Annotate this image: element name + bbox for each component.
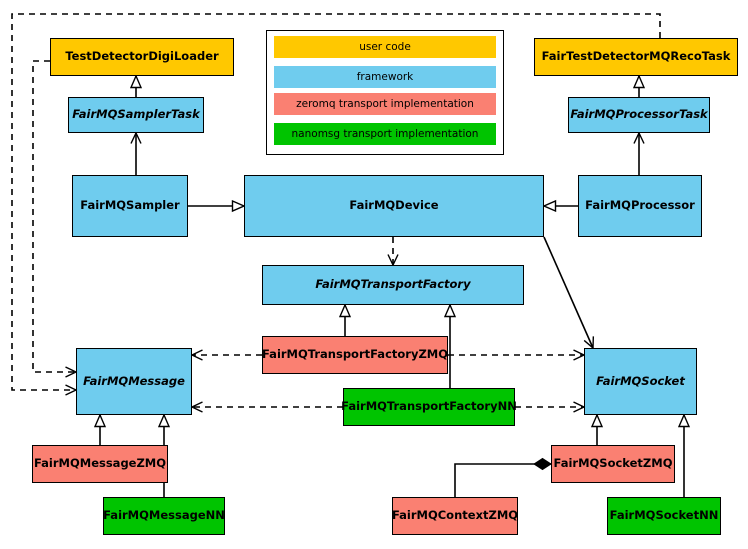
- legend-row-label: nanomsg transport implementation: [291, 128, 479, 140]
- class-node-label: FairMQDevice: [349, 198, 439, 213]
- class-node-FairMQSocket[interactable]: FairMQSocket: [584, 348, 697, 415]
- class-node-label: FairMQSocket: [596, 373, 685, 388]
- class-node-FairMQTransportFactory[interactable]: FairMQTransportFactory: [262, 265, 524, 305]
- legend-row-framework: framework: [274, 66, 496, 88]
- class-node-FairMQProcessor[interactable]: FairMQProcessor: [578, 175, 702, 237]
- class-node-FairMQSampler[interactable]: FairMQSampler: [72, 175, 188, 237]
- class-node-FairMQTransportFactoryZMQ[interactable]: FairMQTransportFactoryZMQ: [262, 336, 448, 374]
- class-node-label: FairMQSamplerTask: [72, 107, 200, 122]
- class-node-label: FairMQTransportFactory: [315, 277, 471, 292]
- legend-row-user-code: user code: [274, 36, 496, 58]
- class-node-label: FairMQContextZMQ: [391, 508, 519, 523]
- class-node-FairMQTransportFactoryNN[interactable]: FairMQTransportFactoryNN: [341, 388, 517, 426]
- edge-device-to-socket: [543, 236, 595, 350]
- class-node-FairTestDetectorMQRecoTask[interactable]: FairTestDetectorMQRecoTask: [534, 38, 738, 76]
- legend-row-label: zeromq transport implementation: [296, 98, 474, 110]
- class-node-FairMQContextZMQ[interactable]: FairMQContextZMQ: [392, 497, 518, 535]
- class-node-label: FairMQTransportFactoryNN: [341, 399, 517, 414]
- class-node-FairMQSamplerTask[interactable]: FairMQSamplerTask: [68, 97, 204, 133]
- class-node-label: FairMQSampler: [80, 198, 180, 213]
- class-node-FairMQMessage[interactable]: FairMQMessage: [76, 348, 192, 415]
- legend-row-label: user code: [359, 41, 411, 53]
- class-node-label: TestDetectorDigiLoader: [65, 49, 219, 64]
- class-node-TestDetectorDigiLoader[interactable]: TestDetectorDigiLoader: [50, 38, 234, 76]
- class-node-label: FairMQMessageNN: [103, 508, 225, 523]
- legend-row-zeromq: zeromq transport implementation: [274, 93, 496, 115]
- legend-row-label: framework: [356, 71, 414, 83]
- class-node-label: FairMQSocketZMQ: [553, 456, 673, 471]
- class-node-FairMQSocketNN[interactable]: FairMQSocketNN: [607, 497, 721, 535]
- class-node-FairMQDevice[interactable]: FairMQDevice: [244, 175, 544, 237]
- edge-contextzmq-to-socketzmq: [454, 457, 552, 497]
- class-node-label: FairMQProcessor: [585, 198, 695, 213]
- legend-row-nanomsg: nanomsg transport implementation: [274, 123, 496, 145]
- class-node-label: FairTestDetectorMQRecoTask: [541, 49, 731, 64]
- class-node-label: FairMQSocketNN: [609, 508, 719, 523]
- class-node-label: FairMQMessageZMQ: [33, 456, 167, 471]
- class-node-FairMQMessageNN[interactable]: FairMQMessageNN: [103, 497, 225, 535]
- class-node-FairMQMessageZMQ[interactable]: FairMQMessageZMQ: [32, 445, 168, 483]
- class-node-FairMQProcessorTask[interactable]: FairMQProcessorTask: [568, 97, 710, 133]
- class-node-label: FairMQProcessorTask: [570, 107, 708, 122]
- class-node-FairMQSocketZMQ[interactable]: FairMQSocketZMQ: [551, 445, 675, 483]
- class-node-label: FairMQMessage: [83, 373, 185, 388]
- class-node-label: FairMQTransportFactoryZMQ: [262, 347, 449, 362]
